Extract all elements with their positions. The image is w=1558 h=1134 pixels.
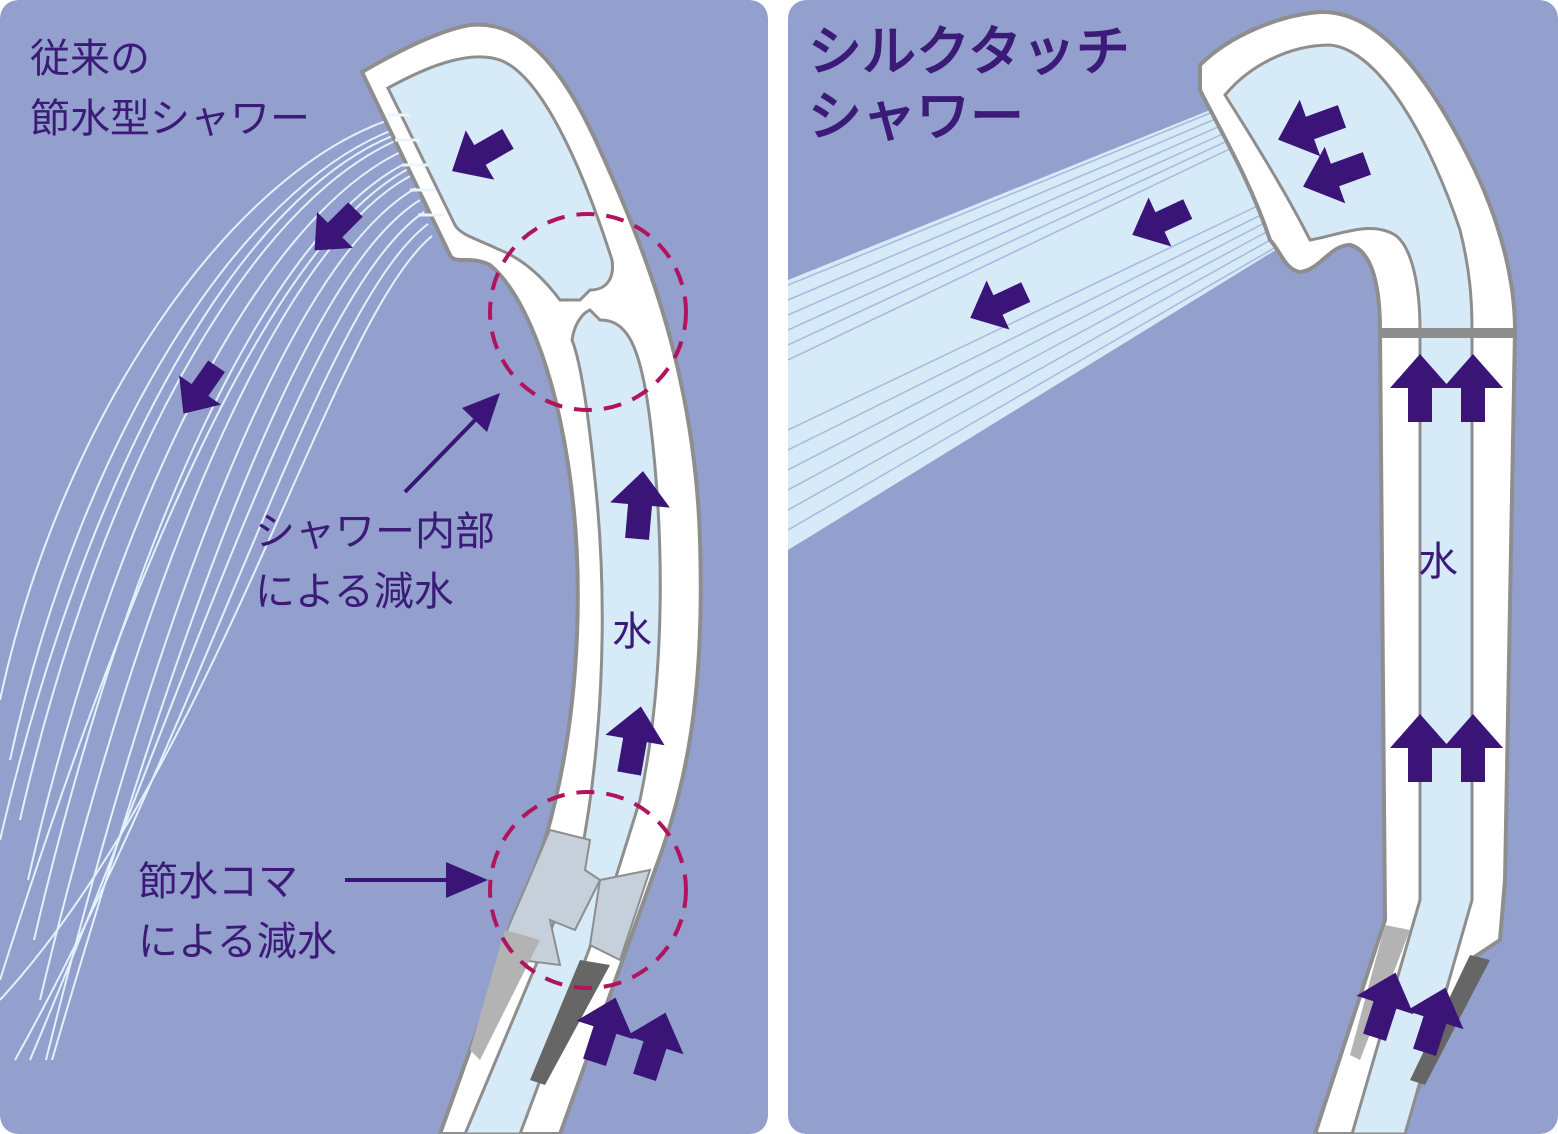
joint-band <box>1380 328 1515 338</box>
callout-koma-line1: 節水コマ <box>138 859 298 905</box>
left-title-line2: 節水型シャワー <box>30 96 310 142</box>
water-label-right: 水 <box>1418 539 1458 585</box>
water-saving-koma-right <box>588 868 652 962</box>
callout-koma-line2: による減水 <box>138 919 337 965</box>
callout-arrowhead-internal <box>462 393 500 432</box>
internal-reduction-circle <box>488 212 688 412</box>
right-title-line2: シャワー <box>808 85 1024 148</box>
callout-internal-line1: シャワー内部 <box>255 509 495 555</box>
spray-beam-lines <box>788 104 1296 531</box>
nozzle-holes <box>388 113 444 217</box>
right-title-line1: シルクタッチ <box>808 20 1130 83</box>
callout-internal-line2: による減水 <box>255 569 454 615</box>
water-channel <box>462 308 662 1134</box>
right-panel-silk-touch-shower: シルクタッチ シャワー 水 <box>788 0 1558 1134</box>
shower-head-interior <box>386 55 615 302</box>
shower-head-interior <box>1223 43 1474 332</box>
left-panel-conventional-shower: 従来の 節水型シャワー シャワー内部 による減水 節水コマ による減水 水 <box>0 0 768 1134</box>
water-label-left: 水 <box>612 609 652 655</box>
callout-line-internal <box>403 413 482 494</box>
left-title-line1: 従来の <box>30 36 150 82</box>
koma-reduction-circle <box>488 790 688 990</box>
hose-connector-right <box>530 960 610 1085</box>
callout-arrowhead-koma <box>446 862 488 898</box>
